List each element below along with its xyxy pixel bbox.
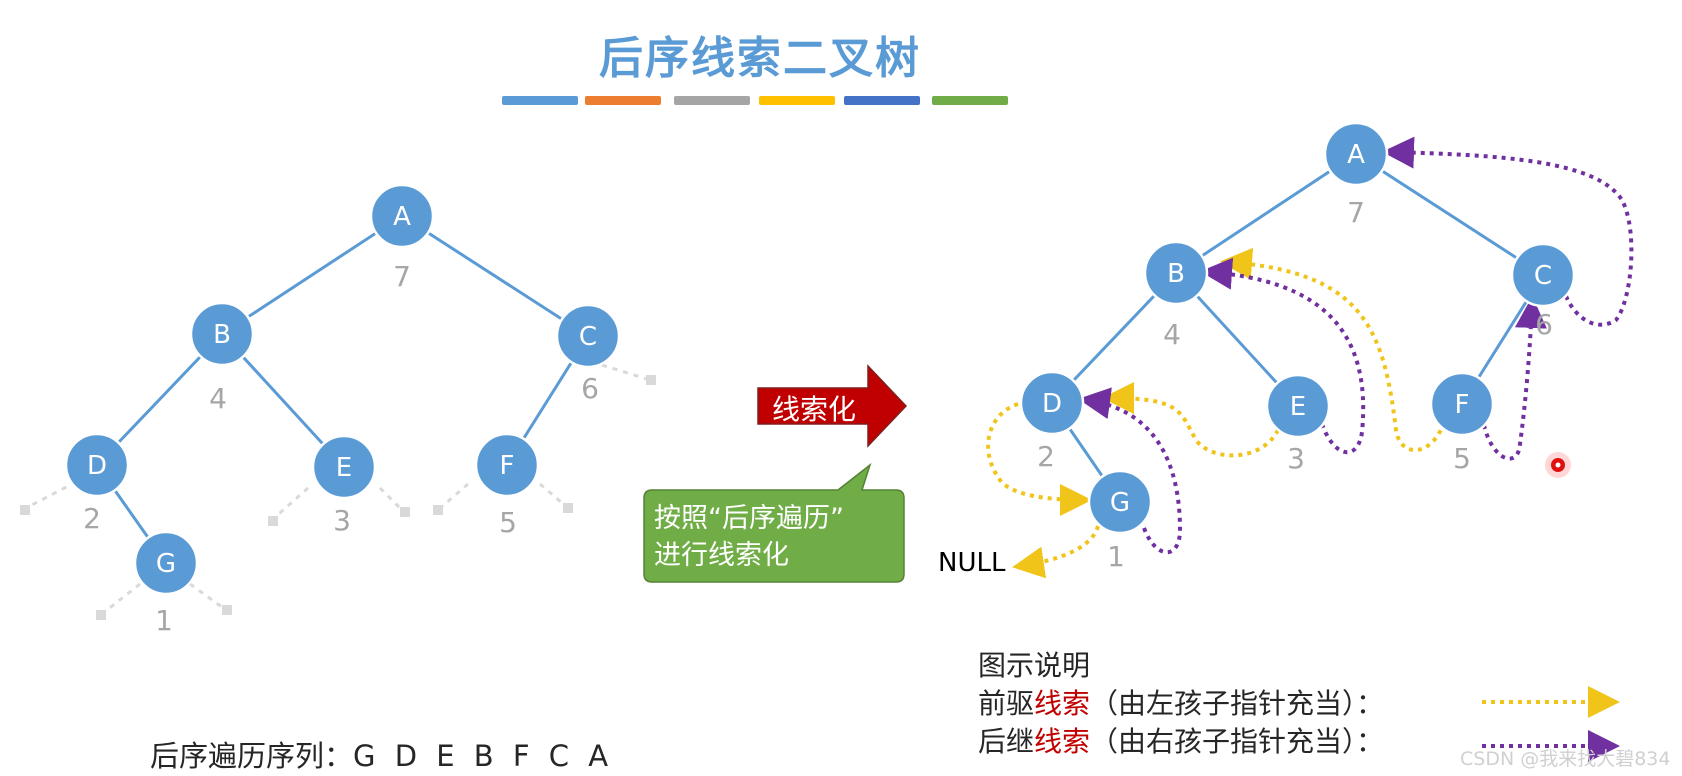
- right-node-f: F 5: [1429, 371, 1495, 475]
- right-node-g: G 1: [1087, 469, 1153, 573]
- node-label: A: [1347, 140, 1365, 170]
- color-bar-segment: [932, 96, 1008, 105]
- node-label: C: [579, 322, 597, 352]
- node-label: G: [156, 549, 176, 579]
- node-label: A: [393, 202, 411, 232]
- node-label: D: [87, 451, 107, 481]
- null-label: NULL: [938, 548, 1006, 578]
- sequence-label: 后序遍历序列：: [150, 739, 354, 773]
- node-label: B: [213, 320, 231, 350]
- succ-thread-g-d: [1078, 387, 1183, 555]
- order-number: 5: [1453, 442, 1471, 475]
- legend-succ-suffix: （由右孩子指针充当）：: [1090, 725, 1385, 758]
- threading-arrow: [757, 364, 908, 448]
- succ-thread-f-c: [1482, 296, 1547, 461]
- legend-pred-suffix: （由左孩子指针充当）：: [1090, 687, 1385, 720]
- right-node-c: C 6: [1510, 242, 1576, 341]
- pred-thread-d-g: [986, 402, 1092, 516]
- pred-thread-g-null: [1012, 525, 1100, 579]
- legend-pred-highlight: 线索: [1034, 687, 1091, 720]
- left-node-b: B 4: [189, 301, 255, 415]
- laser-pointer-dot: [1545, 452, 1571, 478]
- left-tree: A 7 B 4 C 6 D 2 E 3 F 5 G: [20, 183, 656, 637]
- succ-thread-e-b: [1200, 257, 1366, 454]
- legend-pred-row: 前驱线索（由左孩子指针充当）：: [978, 685, 1384, 723]
- node-label: G: [1110, 488, 1130, 518]
- right-node-e: E 3: [1265, 373, 1331, 475]
- callout-line: 按照“后序遍历”: [654, 503, 844, 534]
- node-label: D: [1042, 389, 1062, 419]
- left-node-f: F 5: [474, 432, 540, 539]
- order-number: 1: [1107, 540, 1125, 573]
- watermark: CSDN @我来找大碧834: [1460, 748, 1671, 770]
- right-tree: A 7 B 4 C 6 D 2 E 3 F 5 G: [986, 121, 1634, 579]
- postorder-sequence: 后序遍历序列：G D E B F C A: [150, 733, 613, 775]
- title-color-bar: [502, 96, 1012, 105]
- color-bar-segment: [759, 96, 835, 105]
- pred-thread-e-d: [1102, 382, 1280, 458]
- right-node-b: B 4: [1143, 240, 1209, 351]
- legend-pred-prefix: 前驱: [978, 687, 1035, 720]
- legend: 图示说明 前驱线索（由左孩子指针充当）： 后继线索（由右孩子指针充当）：: [978, 647, 1384, 761]
- color-bar-segment: [502, 96, 578, 105]
- color-bar-segment: [585, 96, 661, 105]
- left-node-a: A 7: [369, 183, 435, 293]
- order-number: 5: [499, 506, 517, 539]
- legend-title: 图示说明: [978, 649, 1091, 682]
- callout-bubble: [643, 462, 905, 583]
- left-node-d: D 2: [64, 432, 130, 535]
- node-label: C: [1534, 261, 1552, 291]
- edge-a-c: [1355, 152, 1544, 277]
- legend-succ-prefix: 后继: [978, 725, 1035, 758]
- predecessor-threads: [986, 247, 1446, 579]
- order-number: 4: [209, 382, 227, 415]
- right-node-d: D 2: [1019, 370, 1085, 473]
- left-node-e: E 3: [311, 434, 377, 537]
- order-number: 7: [393, 260, 411, 293]
- sequence-values: G D E B F C A: [353, 739, 614, 773]
- order-number: 6: [1535, 308, 1553, 341]
- successor-threads: [1078, 136, 1634, 555]
- order-number: 3: [333, 504, 351, 537]
- legend-succ-row: 后继线索（由右孩子指针充当）：: [978, 723, 1384, 761]
- node-label: F: [500, 451, 515, 481]
- order-number: 3: [1287, 442, 1305, 475]
- node-label: E: [336, 453, 352, 483]
- order-number: 2: [1037, 440, 1055, 473]
- order-number: 6: [581, 372, 599, 405]
- right-node-a: A 7: [1323, 121, 1389, 229]
- callout-text: 按照“后序遍历” 进行线索化: [654, 500, 914, 574]
- order-number: 2: [83, 502, 101, 535]
- order-number: 4: [1163, 318, 1181, 351]
- page-title: 后序线索二叉树: [599, 33, 921, 84]
- succ-thread-c-a: [1382, 136, 1634, 327]
- pred-thread-f-b: [1220, 247, 1446, 452]
- color-bar-segment: [674, 96, 750, 105]
- color-bar-segment: [844, 96, 920, 105]
- left-node-g: G 1: [133, 530, 199, 637]
- edge-a-b: [1175, 152, 1357, 275]
- node-label: F: [1455, 390, 1470, 420]
- callout-line: 进行线索化: [654, 540, 789, 571]
- node-label: B: [1167, 259, 1185, 289]
- edge-a-b: [221, 214, 403, 336]
- threading-arrow-label: 线索化: [772, 393, 857, 426]
- edge-a-c: [401, 214, 589, 338]
- order-number: 1: [155, 604, 173, 637]
- order-number: 7: [1347, 196, 1365, 229]
- legend-succ-highlight: 线索: [1034, 725, 1091, 758]
- node-label: E: [1290, 392, 1306, 422]
- left-node-c: C 6: [555, 303, 621, 405]
